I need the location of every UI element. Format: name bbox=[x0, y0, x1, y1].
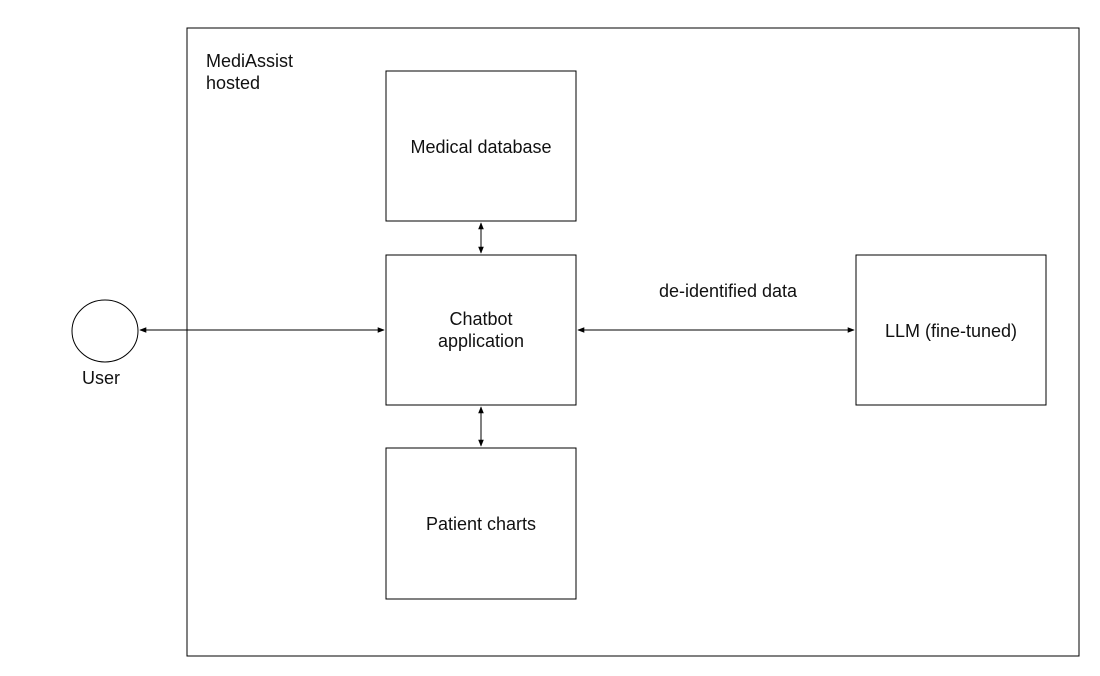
hosted-boundary-label: MediAssist hosted bbox=[206, 51, 294, 93]
chatbot-application-label: Chatbot application bbox=[437, 309, 525, 351]
user-circle bbox=[71, 299, 139, 363]
user-label: User bbox=[81, 368, 121, 388]
chatbot-application-box bbox=[385, 254, 577, 406]
llm-box bbox=[855, 254, 1047, 406]
medical-database-box bbox=[385, 70, 577, 222]
de-identified-data-label: de-identified data bbox=[658, 281, 798, 301]
patient-charts-label: Patient charts bbox=[425, 514, 537, 534]
medical-database-label: Medical database bbox=[410, 137, 552, 157]
patient-charts-box bbox=[385, 447, 577, 600]
hosted-boundary bbox=[186, 27, 1080, 657]
llm-label: LLM (fine-tuned) bbox=[884, 321, 1018, 341]
